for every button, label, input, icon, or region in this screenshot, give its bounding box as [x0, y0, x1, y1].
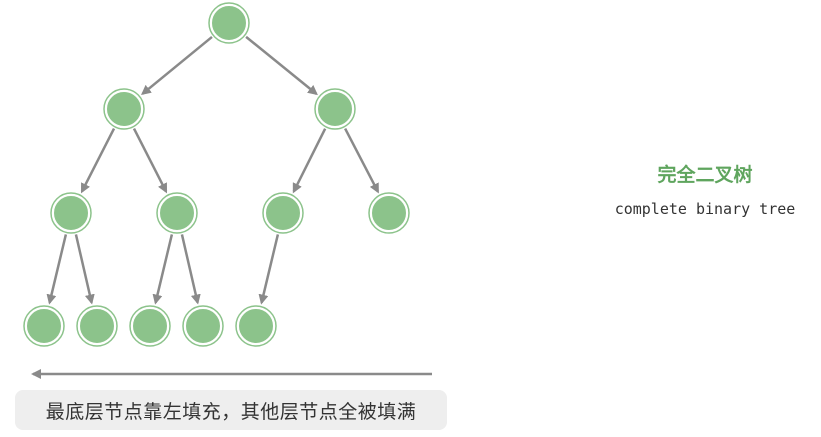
- tree-node-n2: [105, 90, 143, 128]
- tree-node-ring-n5: [156, 192, 198, 234]
- tree-node-ring-n10: [129, 305, 171, 347]
- tree-edge-n1-n2: [141, 35, 213, 96]
- tree-node-ring-n6: [262, 192, 304, 234]
- caption-box: 最底层节点靠左填充，其他层节点全被填满: [15, 390, 447, 430]
- tree-edge-n4-n9: [74, 234, 95, 305]
- tree-node-n7: [370, 194, 408, 232]
- tree-edge-n3-n7: [344, 127, 380, 194]
- tree-node-n1: [210, 4, 248, 42]
- tree-node-ring-n8: [23, 305, 65, 347]
- tree-node-n3: [316, 90, 354, 128]
- tree-node-n11: [184, 307, 222, 345]
- tree-edges: [46, 35, 380, 305]
- tree-node-ring-n4: [50, 192, 92, 234]
- tree-nodes: [23, 2, 410, 347]
- tree-edge-n2-n5: [132, 128, 168, 194]
- tree-edge-n2-n4: [80, 128, 116, 194]
- tree-node-n6: [264, 194, 302, 232]
- diagram-subtitle: complete binary tree: [614, 200, 796, 218]
- tree-node-n5: [158, 194, 196, 232]
- tree-node-ring-n7: [368, 192, 410, 234]
- tree-node-ring-n3: [314, 88, 356, 130]
- tree-node-n4: [52, 194, 90, 232]
- tree-edge-n6-n12: [258, 234, 280, 305]
- tree-node-n12: [237, 307, 275, 345]
- tree-node-n9: [78, 307, 116, 345]
- tree-node-ring-n12: [235, 305, 277, 347]
- tree-node-n10: [131, 307, 169, 345]
- tree-edge-n5-n10: [152, 234, 174, 305]
- tree-edge-n4-n8: [46, 234, 68, 305]
- diagram-title: 完全二叉树: [657, 164, 753, 186]
- caption-text: 最底层节点靠左填充，其他层节点全被填满: [45, 400, 417, 423]
- tree-edge-n3-n6: [292, 128, 327, 194]
- tree-node-ring-n1: [208, 2, 250, 44]
- tree-node-ring-n9: [76, 305, 118, 347]
- tree-node-ring-n11: [182, 305, 224, 347]
- tree-node-ring-n2: [103, 88, 145, 130]
- tree-node-n8: [25, 307, 63, 345]
- tree-edge-n5-n11: [180, 234, 201, 305]
- tree-edge-n1-n3: [245, 35, 318, 96]
